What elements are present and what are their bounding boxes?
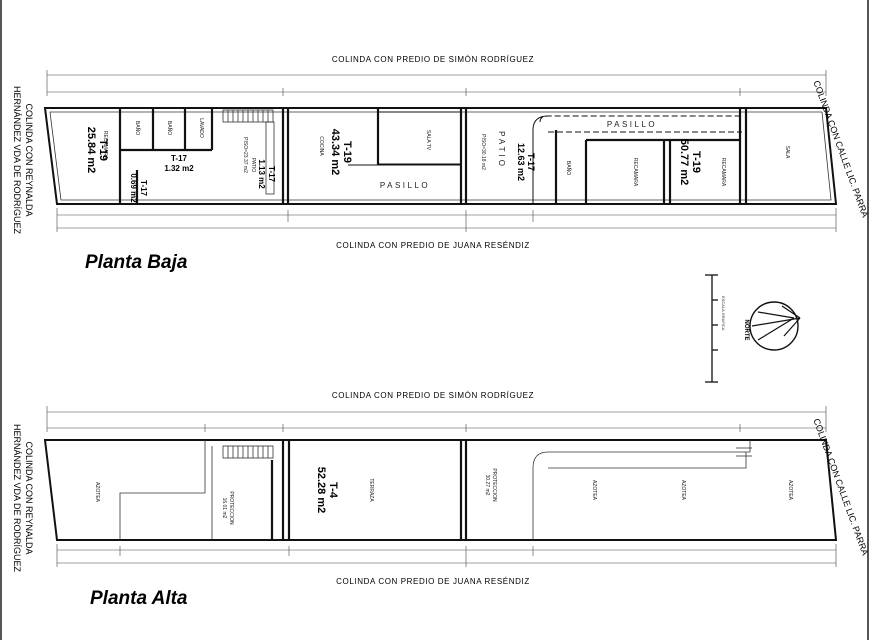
north-label: NORTE	[743, 320, 749, 341]
pb-lot-outline	[43, 107, 838, 205]
pb-tag-t19-c: T-19 50.77 m2	[678, 139, 702, 185]
pa-room-labels: AZOTEA PROTECCION 16.01 m2 TERRAZA PROTE…	[94, 468, 793, 525]
pb-tag-t17-a: T-17 1.32 m2	[164, 154, 194, 173]
pb-room-recamara-2: RECAMARA	[632, 158, 638, 187]
pb-title: Planta Baja	[85, 252, 188, 273]
pb-left-neighbor-line2: HERNÁNDEZ VDA DE RODRÍGUEZ	[12, 86, 22, 235]
pa-bottom-dimension-lines	[56, 544, 837, 567]
pb-interior-walls	[118, 108, 748, 204]
pa-lot-outline	[43, 439, 838, 541]
pb-tag-t17-c: T-17 1.13 m2	[257, 159, 276, 189]
pb-room-bano-1: BAÑO	[134, 121, 141, 135]
pb-top-neighbor-label: COLINDA CON PREDIO DE SIMÓN RODRÍGUEZ	[332, 55, 534, 64]
pa-room-azotea-1: AZOTEA	[94, 482, 100, 503]
svg-text:T-17: T-17	[139, 180, 148, 197]
pa-interior-walls	[270, 440, 468, 540]
svg-text:T-19: T-19	[690, 151, 702, 173]
pb-area-tags: T-19 25.84 m2 T-17 1.32 m2 T-17 0.69 m2 …	[85, 127, 702, 203]
svg-text:1.32 m2: 1.32 m2	[164, 164, 194, 173]
pb-room-bano-3: BAÑO	[565, 161, 572, 175]
svg-text:T-19: T-19	[341, 141, 353, 163]
svg-text:1.13 m2: 1.13 m2	[257, 159, 266, 189]
pb-stairs	[222, 109, 275, 195]
pb-room-sala-tv: SALA TV	[425, 130, 431, 151]
pb-tag-t17-b: T-17 0.69 m2	[129, 173, 148, 203]
pb-left-neighbor-line1: COLINDA CON REYNALDA	[24, 103, 34, 216]
pa-room-proteccion-1: PROTECCION	[228, 491, 234, 525]
pa-room-proteccion-2: PROTECCION	[491, 468, 497, 502]
pb-bottom-neighbor-label: COLINDA CON PREDIO DE JUANA RESÉNDIZ	[336, 241, 530, 250]
svg-text:T-4: T-4	[327, 482, 339, 499]
pa-top-dimension-lines	[46, 406, 827, 432]
pb-thin-walls	[348, 111, 742, 204]
pa-room-azotea-4: AZOTEA	[787, 480, 793, 501]
svg-text:43.34 m2: 43.34 m2	[329, 129, 341, 175]
pa-top-neighbor-label: COLINDA CON PREDIO DE SIMÓN RODRÍGUEZ	[332, 391, 534, 400]
pb-room-patio-1: PATIO	[250, 158, 256, 172]
pa-room-azotea-3: AZOTEA	[680, 480, 686, 501]
pa-room-proteccion-2-area: 30.27 m2	[484, 475, 490, 496]
svg-text:25.84 m2: 25.84 m2	[85, 127, 97, 173]
pb-room-recamara-1: RECAMARA	[102, 131, 108, 160]
pb-bottom-dimension-lines	[56, 208, 837, 232]
pb-room-sala: SALA	[784, 146, 790, 159]
pb-left-neighbor: COLINDA CON REYNALDA HERNÁNDEZ VDA DE RO…	[12, 86, 34, 235]
pb-tag-t19-a: T-19 25.84 m2	[85, 127, 109, 173]
pa-title: Planta Alta	[90, 588, 188, 609]
pb-inner-outline	[49, 111, 832, 201]
pa-stairs	[222, 445, 274, 459]
pb-room-cocina: COCINA	[318, 136, 324, 156]
pa-left-neighbor-line2: HERNÁNDEZ VDA DE RODRÍGUEZ	[12, 424, 22, 573]
pb-piso-1: PISO=23.37 m2	[242, 137, 248, 173]
frame-left-border	[0, 0, 2, 640]
pb-tag-t17-d: T-17 12.63 m2	[516, 143, 536, 181]
pa-room-azotea-2: AZOTEA	[591, 480, 597, 501]
svg-text:T-17: T-17	[526, 153, 536, 171]
pb-top-dimension-lines	[46, 70, 827, 96]
pb-room-bano-2: BAÑO	[166, 121, 173, 135]
pa-bottom-neighbor-label: COLINDA CON PREDIO DE JUANA RESÉNDIZ	[336, 577, 530, 586]
pb-room-patio-2: PATIO	[497, 131, 506, 169]
pa-right-street-label: COLINDA CON CALLE LIC. PARRA	[811, 417, 869, 557]
pb-right-street-label: COLINDA CON CALLE LIC. PARRA	[811, 79, 869, 219]
svg-text:T-17: T-17	[267, 166, 276, 183]
north-arrow-icon	[751, 305, 801, 341]
pb-tag-t19-b: T-19 43.34 m2	[329, 129, 353, 175]
svg-text:12.63 m2: 12.63 m2	[516, 143, 526, 181]
pb-room-pasillo-1: PASILLO	[380, 181, 430, 190]
planta-baja: COLINDA CON PREDIO DE SIMÓN RODRÍGUEZ	[12, 55, 869, 273]
pa-room-terraza: TERRAZA	[368, 478, 374, 502]
pb-room-pasillo-2: PASILLO	[607, 120, 657, 129]
svg-text:T-19: T-19	[97, 139, 109, 161]
pb-piso-2: PISO=30.18 m2	[480, 134, 486, 170]
svg-text:T-17: T-17	[171, 154, 188, 163]
pa-left-neighbor-line1: COLINDA CON REYNALDA	[24, 441, 34, 554]
graphic-scale	[705, 274, 718, 383]
pa-left-neighbor: COLINDA CON REYNALDA HERNÁNDEZ VDA DE RO…	[12, 424, 34, 573]
svg-text:52.28 m2: 52.28 m2	[315, 467, 327, 513]
planta-alta: COLINDA CON PREDIO DE SIMÓN RODRÍGUEZ	[12, 391, 869, 609]
svg-text:0.69 m2: 0.69 m2	[129, 173, 138, 203]
svg-text:50.77 m2: 50.77 m2	[678, 139, 690, 185]
north-arrow-circle	[749, 301, 799, 351]
pa-thin-lines	[119, 440, 752, 540]
pa-tag-t4: T-4 52.28 m2	[315, 467, 339, 513]
pb-room-lavado: LAVADO	[198, 118, 204, 138]
pb-room-labels: RECAMARA BAÑO BAÑO LAVADO PISO=23.37 m2 …	[102, 118, 790, 187]
scale-label: ESCALA GRAFICA	[721, 296, 726, 331]
frame-right-border	[867, 0, 869, 640]
pa-room-proteccion-1-area: 16.01 m2	[221, 498, 227, 519]
north-arrow-group: ESCALA GRAFICA NORTE	[705, 274, 801, 383]
pb-room-recamara-3: RECAMARA	[720, 158, 726, 187]
